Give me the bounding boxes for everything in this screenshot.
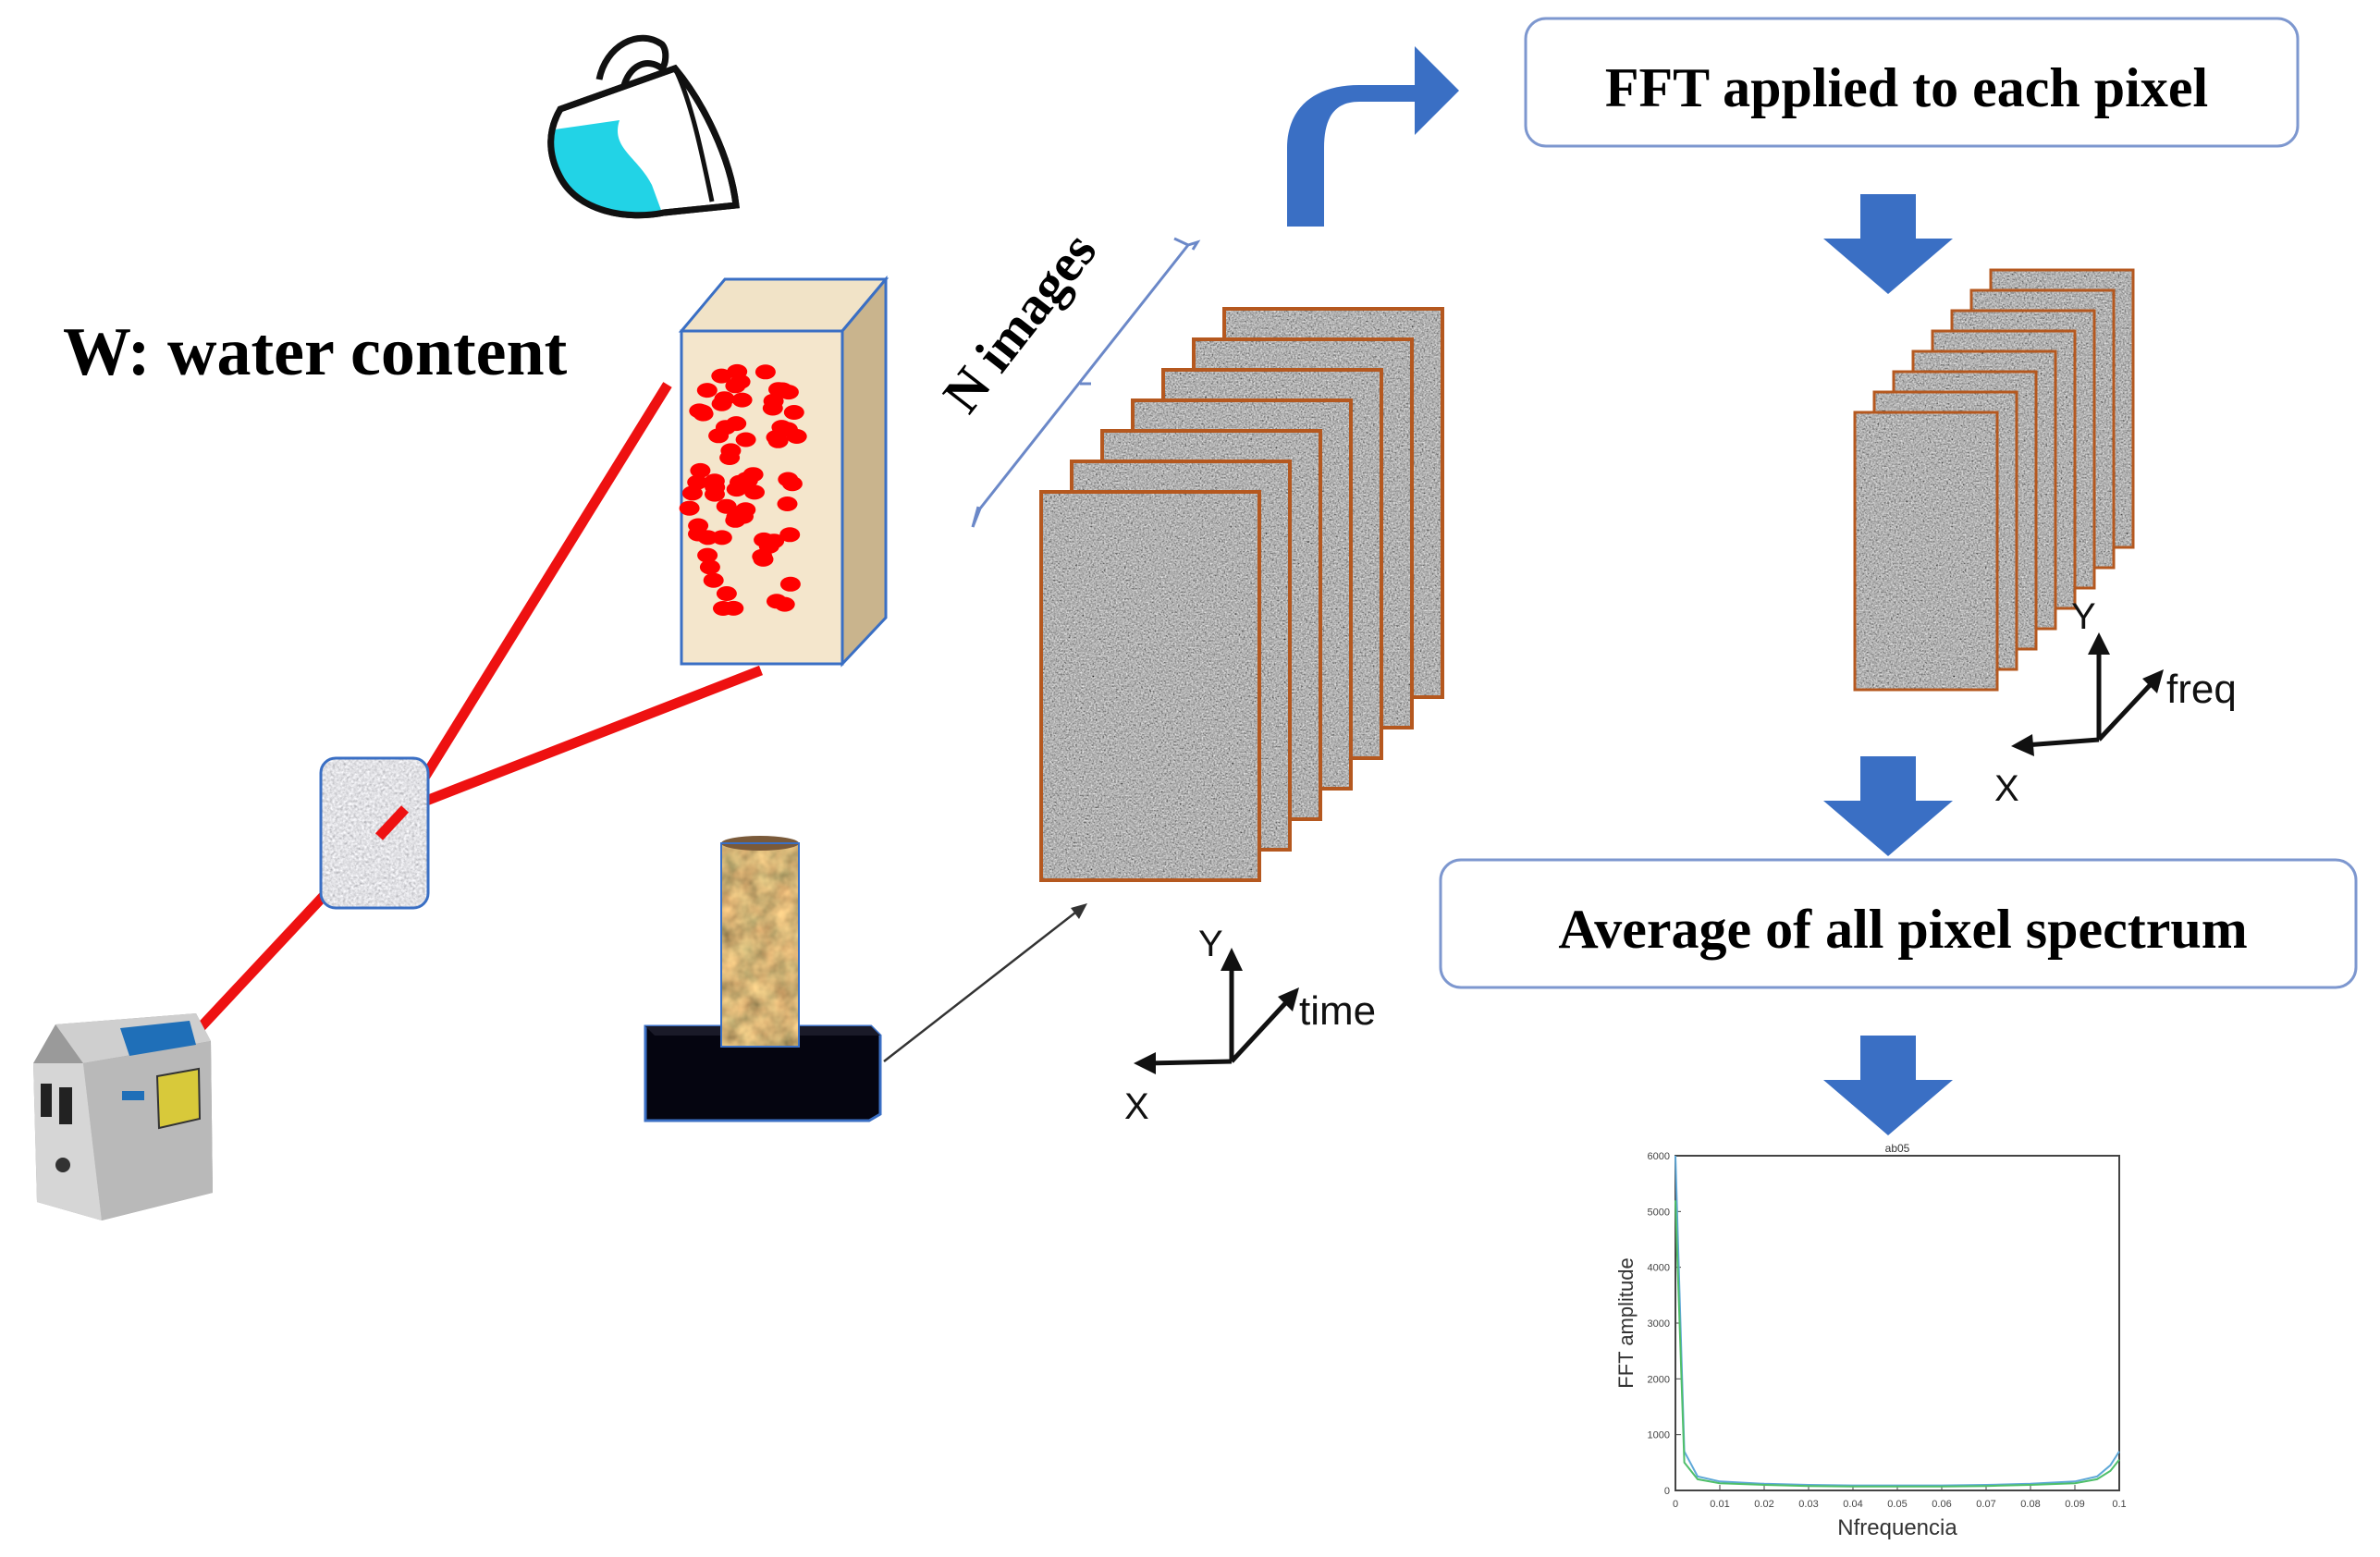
water-droplet [711, 368, 732, 384]
down-arrow-icon [1823, 1036, 1953, 1135]
water-droplet [716, 498, 737, 514]
water-droplet [779, 576, 801, 592]
speckle-image-stack-freq [1853, 268, 2135, 692]
fft-step-label: FFT applied to each pixel [1605, 57, 2208, 118]
water-droplet [716, 586, 737, 601]
axes-freq [2011, 632, 2164, 756]
plot-x-tick-label: 0.03 [1798, 1499, 1818, 1510]
axis-freq-label: freq [2166, 667, 2237, 712]
rock-core-sample [644, 836, 882, 1122]
plot-y-tick-label: 0 [1664, 1486, 1670, 1497]
water-droplet [763, 393, 784, 409]
plot-title: ab05 [1885, 1142, 1910, 1155]
water-droplet [711, 396, 732, 411]
water-droplet [697, 547, 718, 563]
water-droplet [679, 500, 700, 516]
water-droplet [783, 405, 804, 420]
water-droplet [735, 432, 756, 447]
water-droplet [690, 462, 711, 478]
plot-x-tick-label: 0.04 [1843, 1499, 1862, 1510]
plot-x-tick-label: 0.06 [1932, 1499, 1951, 1510]
water-droplet [744, 484, 765, 500]
camera-connector-arrow [883, 903, 1087, 1062]
n-images-bracket [971, 237, 1201, 528]
fft-spectrum-plot: ab05 Nfrequencia FFT amplitude 0 0.01 0.02… [1614, 1142, 2127, 1540]
plot-x-tick-label: 0.07 [1976, 1499, 1995, 1510]
axis-time-label: time [1299, 988, 1376, 1034]
plot-x-label: Nfrequencia [1837, 1515, 1957, 1540]
water-droplet [727, 363, 748, 379]
water-droplet [777, 497, 798, 511]
axis-x-label: X [1994, 768, 2019, 809]
laser-device-icon [33, 1013, 213, 1220]
water-droplet [767, 594, 787, 609]
plot-y-tick-label: 1000 [1648, 1430, 1670, 1441]
average-step-box [1439, 858, 2358, 989]
down-arrow-icon [1823, 194, 1953, 294]
spectrum-series-line [1675, 1155, 2120, 1487]
water-droplet [688, 518, 709, 533]
water-droplet [758, 538, 779, 554]
water-droplet [786, 429, 807, 444]
fft-step-box [1524, 17, 2300, 148]
average-step-label: Average of all pixel spectrum [1558, 899, 2247, 960]
water-droplet [705, 480, 726, 496]
water-droplet [720, 443, 742, 459]
plot-x-tick-label: 0.02 [1754, 1499, 1773, 1510]
water-droplet [779, 527, 801, 543]
speckle-frame [1853, 411, 1999, 692]
water-droplet [681, 485, 703, 501]
rock-sample-block [678, 275, 889, 668]
water-content-title: W: water content [63, 314, 568, 390]
water-droplet [696, 383, 718, 398]
curved-arrow-icon [1287, 46, 1459, 227]
plot-y-label: FFT amplitude [1614, 1257, 1638, 1388]
water-droplet [723, 600, 744, 616]
plot-y-tick-label: 5000 [1648, 1207, 1670, 1218]
laser-beam [185, 382, 763, 1043]
water-droplet [715, 420, 736, 435]
water-droplet [703, 572, 724, 588]
water-droplet [697, 530, 718, 546]
water-droplet [754, 364, 776, 380]
water-droplet [689, 403, 710, 419]
water-droplet [781, 476, 803, 492]
plot-x-tick-label: 0.1 [2112, 1499, 2126, 1510]
water-droplet [711, 530, 732, 546]
speckle-image-stack-time [1039, 307, 1444, 882]
speckle-frame [1039, 490, 1261, 882]
water-droplet [699, 559, 720, 575]
water-droplet [771, 420, 792, 435]
plot-x-tick-label: 0.09 [2065, 1499, 2084, 1510]
water-droplet [778, 385, 799, 400]
plot-y-tick-label: 2000 [1648, 1374, 1670, 1385]
plot-x-tick-label: 0 [1673, 1499, 1678, 1510]
axes-time [1134, 948, 1299, 1074]
plot-x-tick-label: 0.08 [2020, 1499, 2040, 1510]
diffuser-icon [319, 756, 430, 910]
plot-x-tick-label: 0.05 [1887, 1499, 1907, 1510]
axis-x-label: X [1124, 1086, 1149, 1127]
plot-y-tick-label: 4000 [1648, 1263, 1670, 1274]
plot-y-tick-label: 3000 [1648, 1318, 1670, 1330]
axis-y-label: Y [1198, 924, 1223, 964]
plot-y-tick-label: 6000 [1648, 1151, 1670, 1162]
n-images-label: N images [931, 221, 1108, 423]
water-droplet [725, 378, 746, 394]
water-pitcher-icon [547, 34, 740, 219]
water-droplet [733, 509, 754, 524]
down-arrow-icon [1823, 756, 1953, 856]
plot-frame [1675, 1155, 2120, 1491]
axis-y-label: Y [2071, 596, 2096, 637]
spectrum-series-line [1675, 1200, 2120, 1488]
plot-x-tick-label: 0.01 [1710, 1499, 1729, 1510]
water-droplet [731, 392, 753, 408]
water-droplets [679, 363, 807, 616]
water-droplet [726, 482, 747, 497]
